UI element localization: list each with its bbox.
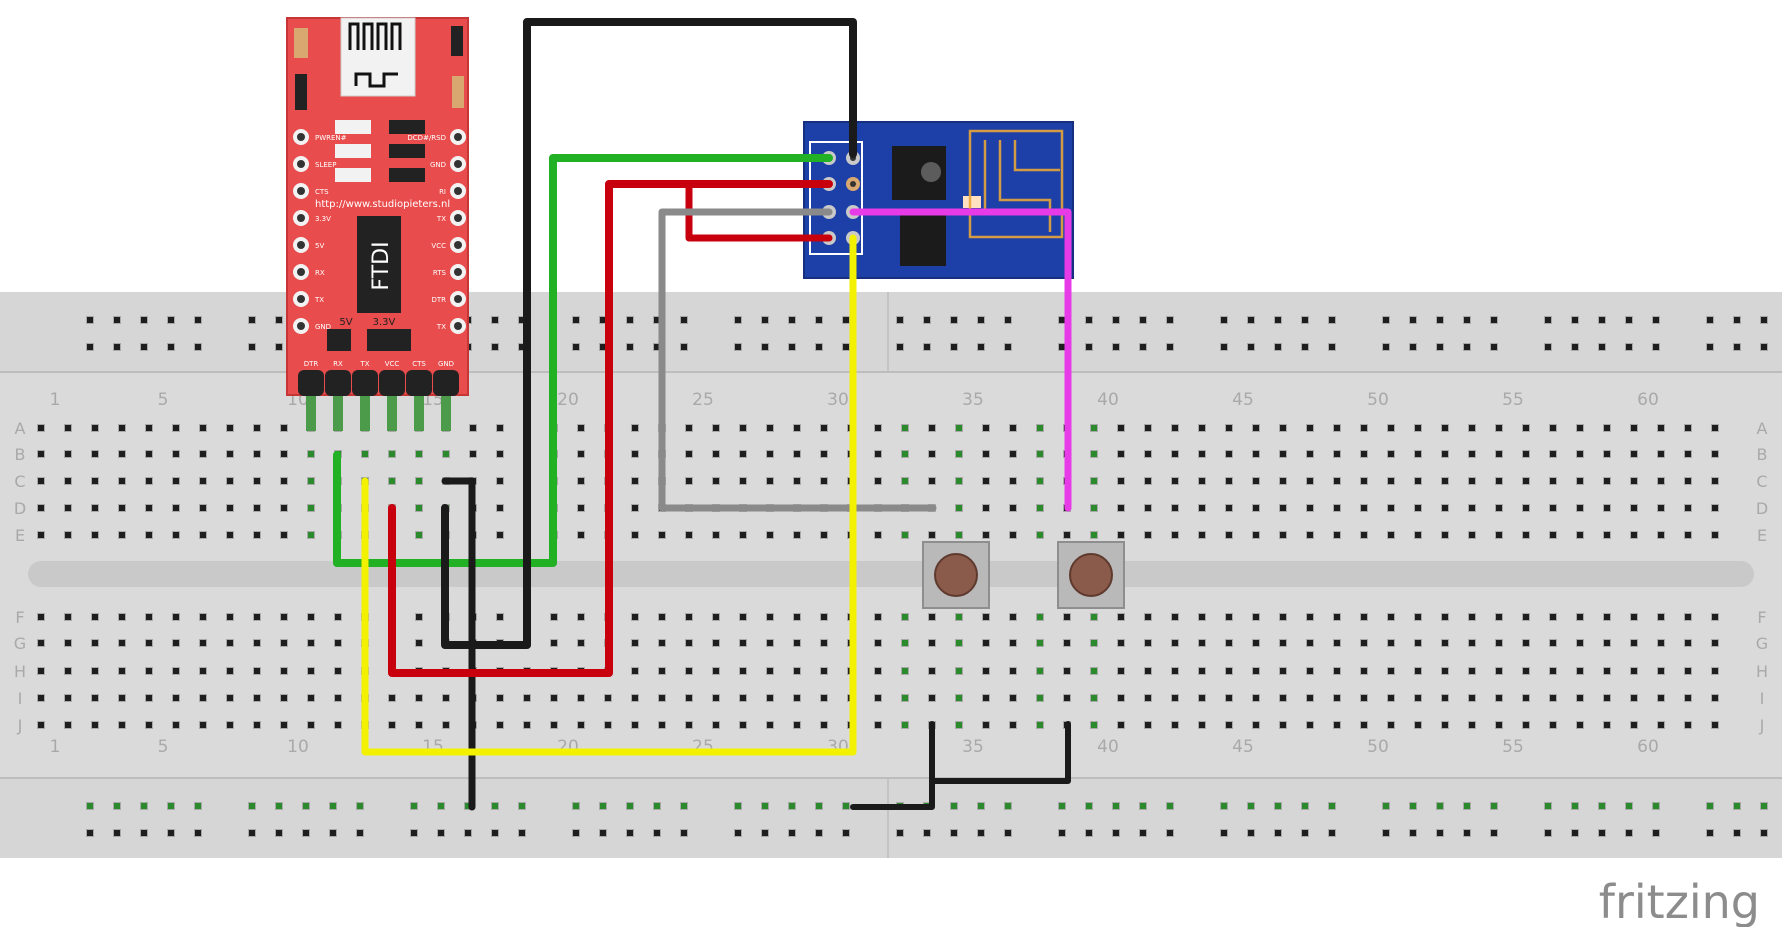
center-channel [28, 561, 1754, 587]
fritzing-watermark: fritzing [1599, 875, 1760, 927]
ftdi-header-label: GND [438, 360, 454, 368]
black-wire-gnd-to-esp [441, 18, 857, 649]
row-letter: I [18, 689, 23, 708]
row-letter: G [1756, 634, 1768, 653]
row-letter: D [1756, 499, 1768, 518]
ftdi-pin-label: RI [439, 188, 446, 196]
ftdi-pin-label: TX [436, 215, 446, 223]
red-wire-loop [685, 180, 833, 242]
push-button-2[interactable] [1057, 541, 1125, 609]
ftdi-header-pin [333, 395, 343, 431]
row-letter: B [15, 445, 26, 464]
row-letter: C [1756, 472, 1767, 491]
row-letter: E [15, 526, 25, 545]
ftdi-pin-label: PWREN# [315, 134, 347, 142]
row-letter: B [1757, 445, 1768, 464]
ftdi-pin-label: CTS [315, 188, 329, 196]
ftdi-header-label: RX [333, 360, 343, 368]
ftdi-header-pin [441, 395, 451, 431]
ftdi-pin-label: DCD#/RSD [407, 134, 446, 142]
ftdi-header-pin [360, 395, 370, 431]
ftdi-chip-label: FTDI [369, 241, 394, 290]
row-letter: J [17, 716, 23, 735]
column-number: 60 [1637, 737, 1659, 757]
row-letter: I [1760, 689, 1765, 708]
ftdi-header-pin [306, 395, 316, 431]
row-letter: A [1757, 419, 1768, 438]
ftdi-pin-label: 5V [315, 242, 324, 250]
ftdi-header-pin [414, 395, 424, 431]
black-wire-button2 [929, 721, 1071, 784]
black-wire-button1 [850, 721, 935, 810]
column-number: 30 [827, 390, 849, 410]
row-letter: C [14, 472, 25, 491]
column-numbers: 1155101015152020252530303535404045455050… [50, 390, 1659, 757]
ftdi-5v-label: 5V [339, 317, 352, 328]
ftdi-pin-label: RX [315, 269, 325, 277]
ftdi-pin-label: SLEEP [315, 161, 336, 169]
ftdi-pin-label: DTR [431, 296, 446, 304]
ftdi-adapter-board: PWREN# SLEEP CTS 3.3V 5V RX TX GND DCD#/RSD GND RI… [286, 17, 469, 431]
red-wire-vcc [388, 180, 833, 677]
column-number: 50 [1367, 390, 1389, 410]
column-number: 45 [1232, 737, 1254, 757]
column-number: 35 [962, 390, 984, 410]
column-number: 10 [287, 737, 309, 757]
row-letter: H [14, 662, 26, 681]
breadboard: 1155101015152020252530303535404045455050… [0, 292, 1782, 858]
column-number: 5 [158, 390, 169, 410]
column-number: 5 [158, 737, 169, 757]
column-number: 55 [1502, 390, 1524, 410]
green-wire [333, 154, 833, 567]
ftdi-3v3-label: 3.3V [373, 317, 396, 328]
row-letter: D [14, 499, 26, 518]
ftdi-pin-label: VCC [431, 242, 446, 250]
ftdi-pin-label: GND [430, 161, 446, 169]
row-letter: A [15, 419, 26, 438]
column-number: 35 [962, 737, 984, 757]
row-letter: E [1757, 526, 1767, 545]
column-number: 1 [50, 737, 61, 757]
column-number: 45 [1232, 390, 1254, 410]
ftdi-header-label: VCC [385, 360, 400, 368]
wires [333, 18, 1072, 811]
row-letter: F [1757, 608, 1766, 627]
ftdi-pin-label: GND [315, 323, 331, 331]
column-number: 55 [1502, 737, 1524, 757]
ftdi-pin-label: TX [314, 296, 324, 304]
ftdi-header-label: TX [359, 360, 369, 368]
column-number: 60 [1637, 390, 1659, 410]
ftdi-header-pin [387, 395, 397, 431]
column-number: 1 [50, 390, 61, 410]
column-number: 20 [557, 390, 579, 410]
ftdi-header-label: CTS [412, 360, 426, 368]
ftdi-pin-label: TX [436, 323, 446, 331]
column-number: 25 [692, 390, 714, 410]
row-letter: J [1759, 716, 1765, 735]
push-button-1[interactable] [922, 541, 990, 609]
ftdi-pin-label: 3.3V [315, 215, 331, 223]
row-letter: F [15, 608, 24, 627]
ftdi-pin-label: RTS [433, 269, 447, 277]
yellow-wire [361, 234, 857, 756]
column-number: 40 [1097, 737, 1119, 757]
gray-wire [658, 208, 937, 512]
column-number: 50 [1367, 737, 1389, 757]
column-number: 40 [1097, 390, 1119, 410]
esp8266-module [803, 121, 1074, 279]
row-letter: H [1756, 662, 1768, 681]
ftdi-header-label: DTR [304, 360, 319, 368]
row-letter: G [14, 634, 26, 653]
black-wire-gnd-rail [441, 477, 476, 811]
magenta-wire [849, 208, 1072, 512]
ftdi-url-label: http://www.studiopieters.nl [315, 199, 450, 210]
